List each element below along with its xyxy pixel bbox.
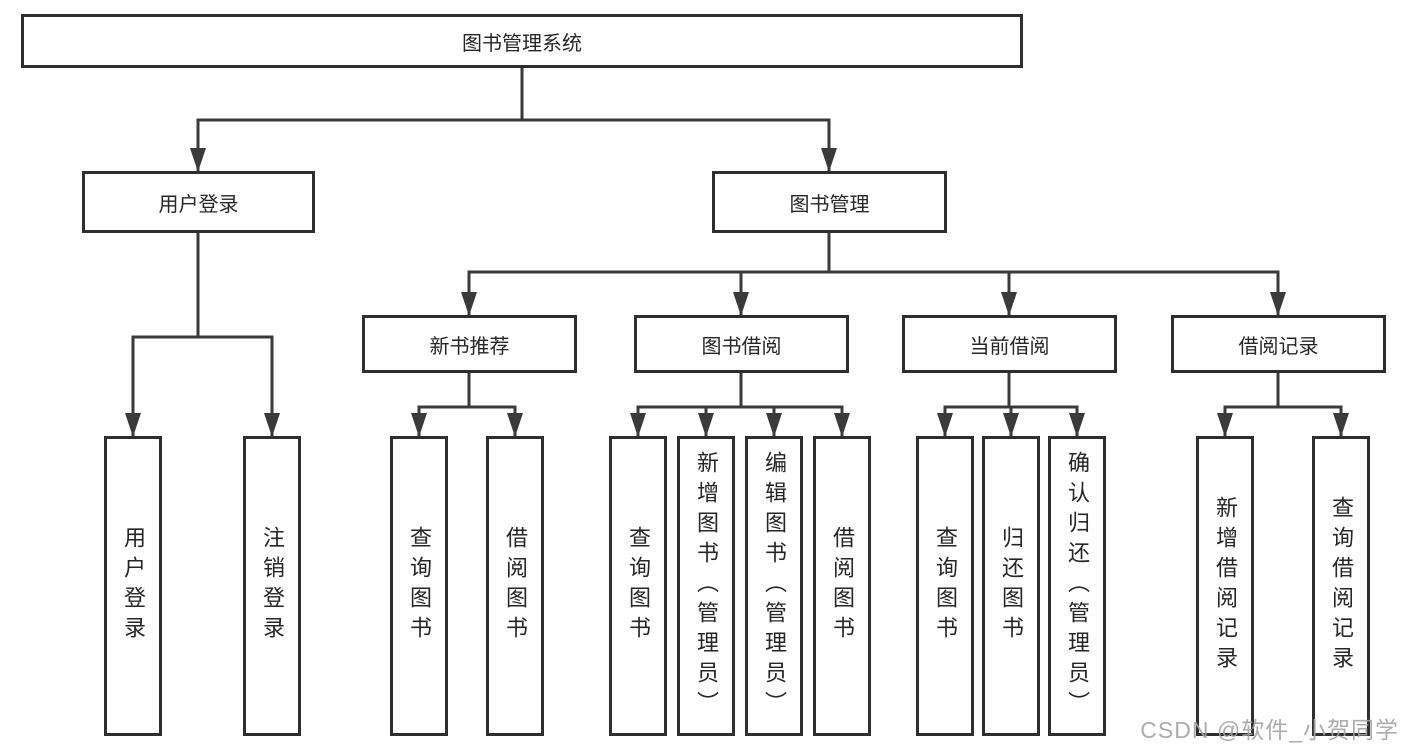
node-book-borrow-label: 图书借阅 — [701, 335, 782, 358]
connector-borrow-to-leaves — [636, 371, 844, 437]
leaf-query-borrow-record: 查询借阅记录 — [1312, 436, 1370, 736]
arrowheads-level2 — [190, 148, 837, 172]
leaf-add-books-admin: 新增图书（管理员） — [677, 436, 735, 736]
arrow-down-icon — [821, 148, 837, 172]
arrowheads-newbook-leaves — [411, 413, 523, 437]
connector-records-to-leaves — [1223, 371, 1343, 437]
arrow-down-icon — [937, 413, 953, 437]
arrowheads-records-leaves — [1217, 413, 1349, 437]
leaf-query-books-borrow-label: 查询图书 — [626, 526, 651, 646]
arrow-down-icon — [1001, 292, 1017, 316]
connector-mgmt-to-level3 — [467, 231, 1280, 316]
leaf-query-books-current: 查询图书 — [916, 436, 974, 736]
leaf-query-books-borrow: 查询图书 — [609, 436, 667, 736]
node-current-borrow: 当前借阅 — [902, 315, 1117, 373]
connector-login-to-leaves — [131, 231, 274, 437]
leaf-logout-label: 注销登录 — [260, 526, 285, 646]
leaf-borrow-books-rec: 借阅图书 — [486, 436, 544, 736]
leaf-confirm-return-admin: 确认归还（管理员） — [1048, 436, 1106, 736]
node-root-label: 图书管理系统 — [462, 32, 582, 55]
node-book-mgmt: 图书管理 — [712, 171, 947, 233]
leaf-borrow-books: 借阅图书 — [813, 436, 871, 736]
leaf-borrow-books-label: 借阅图书 — [830, 526, 855, 646]
arrowheads-login-leaves — [125, 413, 280, 437]
arrow-down-icon — [1270, 292, 1286, 316]
arrow-down-icon — [834, 413, 850, 437]
leaf-add-borrow-record-label: 新增借阅记录 — [1213, 496, 1238, 676]
leaf-logout: 注销登录 — [243, 436, 301, 736]
node-user-login-label: 用户登录 — [158, 193, 239, 216]
leaf-add-borrow-record: 新增借阅记录 — [1196, 436, 1254, 736]
node-book-borrow: 图书借阅 — [634, 315, 849, 373]
leaf-return-books-label: 归还图书 — [999, 526, 1024, 646]
connector-root-to-level2 — [196, 66, 831, 172]
leaf-edit-books-admin: 编辑图书（管理员） — [745, 436, 803, 736]
arrow-down-icon — [1333, 413, 1349, 437]
leaf-confirm-return-admin-label: 确认归还（管理员） — [1065, 451, 1090, 721]
arrow-down-icon — [507, 413, 523, 437]
node-current-borrow-label: 当前借阅 — [969, 335, 1050, 358]
arrow-down-icon — [1003, 413, 1019, 437]
leaf-edit-books-admin-label: 编辑图书（管理员） — [762, 451, 787, 721]
leaf-query-books-current-label: 查询图书 — [933, 526, 958, 646]
arrow-down-icon — [411, 413, 427, 437]
leaf-user-login: 用户登录 — [104, 436, 162, 736]
arrow-down-icon — [125, 413, 141, 437]
arrowheads-borrow-leaves — [630, 413, 850, 437]
csdn-watermark: CSDN @软件_小贺同学 — [1140, 717, 1399, 743]
arrow-down-icon — [766, 413, 782, 437]
arrowheads-level3 — [461, 292, 1286, 316]
node-new-book-rec-label: 新书推荐 — [429, 335, 510, 358]
leaf-query-borrow-record-label: 查询借阅记录 — [1329, 496, 1354, 676]
arrow-down-icon — [630, 413, 646, 437]
leaf-return-books: 归还图书 — [982, 436, 1040, 736]
connector-newbook-to-leaves — [417, 371, 517, 437]
connector-current-to-leaves — [943, 371, 1079, 437]
arrow-down-icon — [698, 413, 714, 437]
node-root: 图书管理系统 — [21, 14, 1023, 68]
arrow-down-icon — [1069, 413, 1085, 437]
arrow-down-icon — [264, 413, 280, 437]
arrow-down-icon — [461, 292, 477, 316]
leaf-query-books-rec-label: 查询图书 — [407, 526, 432, 646]
node-book-mgmt-label: 图书管理 — [789, 193, 870, 216]
arrow-down-icon — [190, 148, 206, 172]
node-user-login: 用户登录 — [82, 171, 315, 233]
node-new-book-rec: 新书推荐 — [362, 315, 577, 373]
arrow-down-icon — [733, 292, 749, 316]
arrowheads-current-leaves — [937, 413, 1085, 437]
leaf-borrow-books-rec-label: 借阅图书 — [503, 526, 528, 646]
node-borrow-records-label: 借阅记录 — [1238, 335, 1319, 358]
leaf-query-books-rec: 查询图书 — [390, 436, 448, 736]
leaf-user-login-label: 用户登录 — [121, 526, 146, 646]
arrow-down-icon — [1217, 413, 1233, 437]
node-borrow-records: 借阅记录 — [1171, 315, 1386, 373]
leaf-add-books-admin-label: 新增图书（管理员） — [694, 451, 719, 721]
